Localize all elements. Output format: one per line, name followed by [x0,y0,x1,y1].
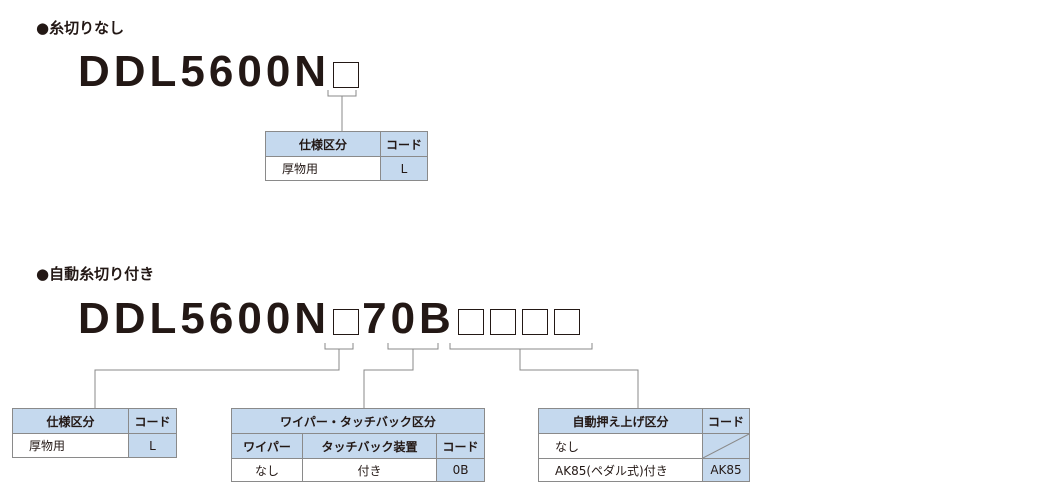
table-cell-code: AK85 [702,458,750,482]
code-placeholder-box [489,309,516,335]
table-header: コード [128,408,177,434]
section-title-auto-thread-trimmer: ●自動糸切り付き [36,265,155,283]
table-cell: 付き [302,458,437,482]
table-header: コード [436,433,485,459]
table-header: コード [380,131,428,157]
table-cell-empty [702,433,750,459]
code-placeholder-box [333,309,360,335]
model-code-1: DDL5600N [78,50,362,94]
table-header: コード [702,408,750,434]
table-header: 仕様区分 [12,408,129,434]
model-mid: 70B [362,294,455,343]
table-cell: 厚物用 [12,433,129,458]
table-cell: 厚物用 [265,156,381,181]
table-cell: なし [538,433,703,459]
table-header: ワイパー [231,433,303,459]
model-prefix: DDL5600N [78,47,331,96]
table-cell-code: L [380,156,428,181]
table-cell: AK85(ペダル式)付き [538,458,703,482]
section-title-no-thread-trimmer: ●糸切りなし [36,19,125,37]
model-prefix: DDL5600N [78,294,331,343]
table-cell: なし [231,458,303,482]
table-title: ワイパー・タッチバック区分 [231,408,485,434]
model-code-2: DDL5600N 70B [78,297,583,341]
code-placeholder-box [333,62,360,88]
code-placeholder-box [553,309,580,335]
code-placeholder-box [457,309,484,335]
diagonal-slash [703,434,749,458]
table-cell-code: 0B [436,458,485,482]
table-cell-code: L [128,433,177,458]
table-header: 自動押え上げ区分 [538,408,703,434]
table-header: 仕様区分 [265,131,381,157]
code-placeholder-box [521,309,548,335]
table-header: タッチバック装置 [302,433,437,459]
